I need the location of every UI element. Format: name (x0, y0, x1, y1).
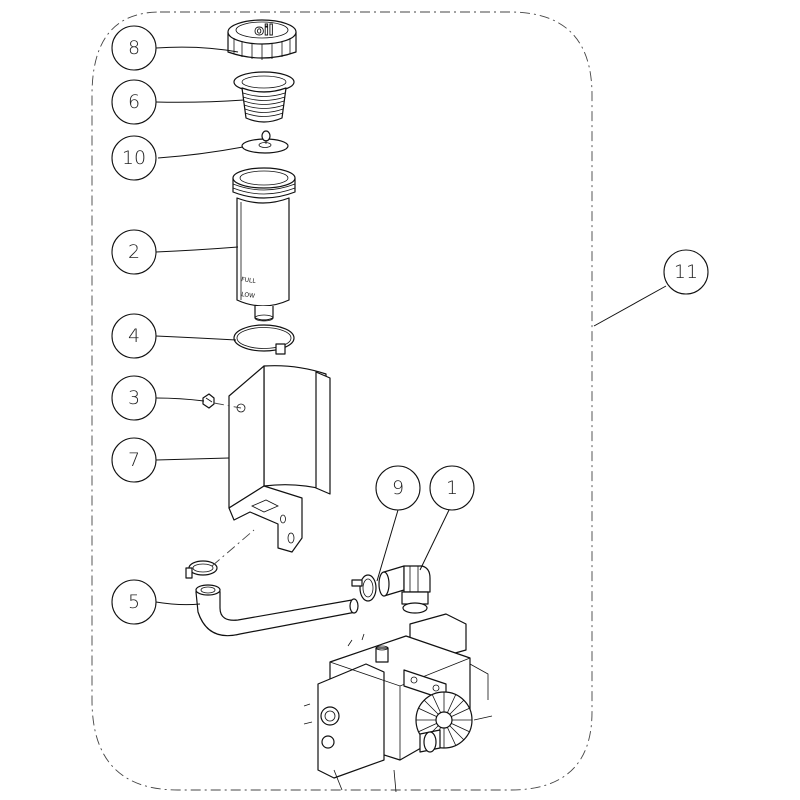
callout-9: 9 (375, 465, 421, 511)
svg-text:4: 4 (128, 325, 140, 347)
cap-logo: oil (254, 23, 273, 39)
svg-text:7: 7 (128, 449, 140, 471)
mounting-bracket (228, 365, 331, 553)
callout-1: 1 (429, 465, 475, 511)
clamp-ring (233, 324, 295, 355)
callout-7: 7 (111, 437, 157, 483)
svg-text:2: 2 (128, 241, 140, 263)
svg-text:6: 6 (128, 91, 140, 113)
assembly-boundary (91, 11, 593, 791)
callout-11: 11 (663, 249, 709, 295)
callout-leaders (155, 46, 667, 606)
hydro-pump-unit (303, 613, 493, 793)
callout-5: 5 (111, 579, 157, 625)
reservoir-low-mark: LOW (241, 291, 256, 300)
strainer-disc (241, 130, 289, 154)
hose-axis (211, 529, 255, 567)
callout-4: 4 (111, 313, 157, 359)
svg-text:8: 8 (128, 37, 140, 59)
reservoir-cap: oil (227, 19, 297, 60)
elbow-fitting (378, 565, 431, 614)
screw-axis (213, 402, 242, 409)
svg-text:9: 9 (392, 477, 404, 499)
svg-text:10: 10 (122, 147, 146, 169)
svg-text:11: 11 (674, 261, 698, 283)
callout-10: 10 (111, 135, 157, 181)
callout-6: 6 (111, 79, 157, 125)
callout-3: 3 (111, 375, 157, 421)
bracket-screw (202, 393, 215, 409)
svg-text:1: 1 (446, 477, 458, 499)
callout-2: 2 (111, 229, 157, 275)
svg-text:3: 3 (128, 387, 140, 409)
svg-text:5: 5 (128, 591, 140, 613)
reservoir-body: FULL LOW (232, 167, 296, 322)
callout-8: 8 (111, 25, 157, 71)
hose-clamp-upper (185, 560, 218, 579)
threaded-neck (233, 71, 295, 123)
reservoir-full-mark: FULL (241, 276, 257, 285)
hose-clamp-lower (351, 574, 377, 602)
return-hose (195, 584, 359, 637)
